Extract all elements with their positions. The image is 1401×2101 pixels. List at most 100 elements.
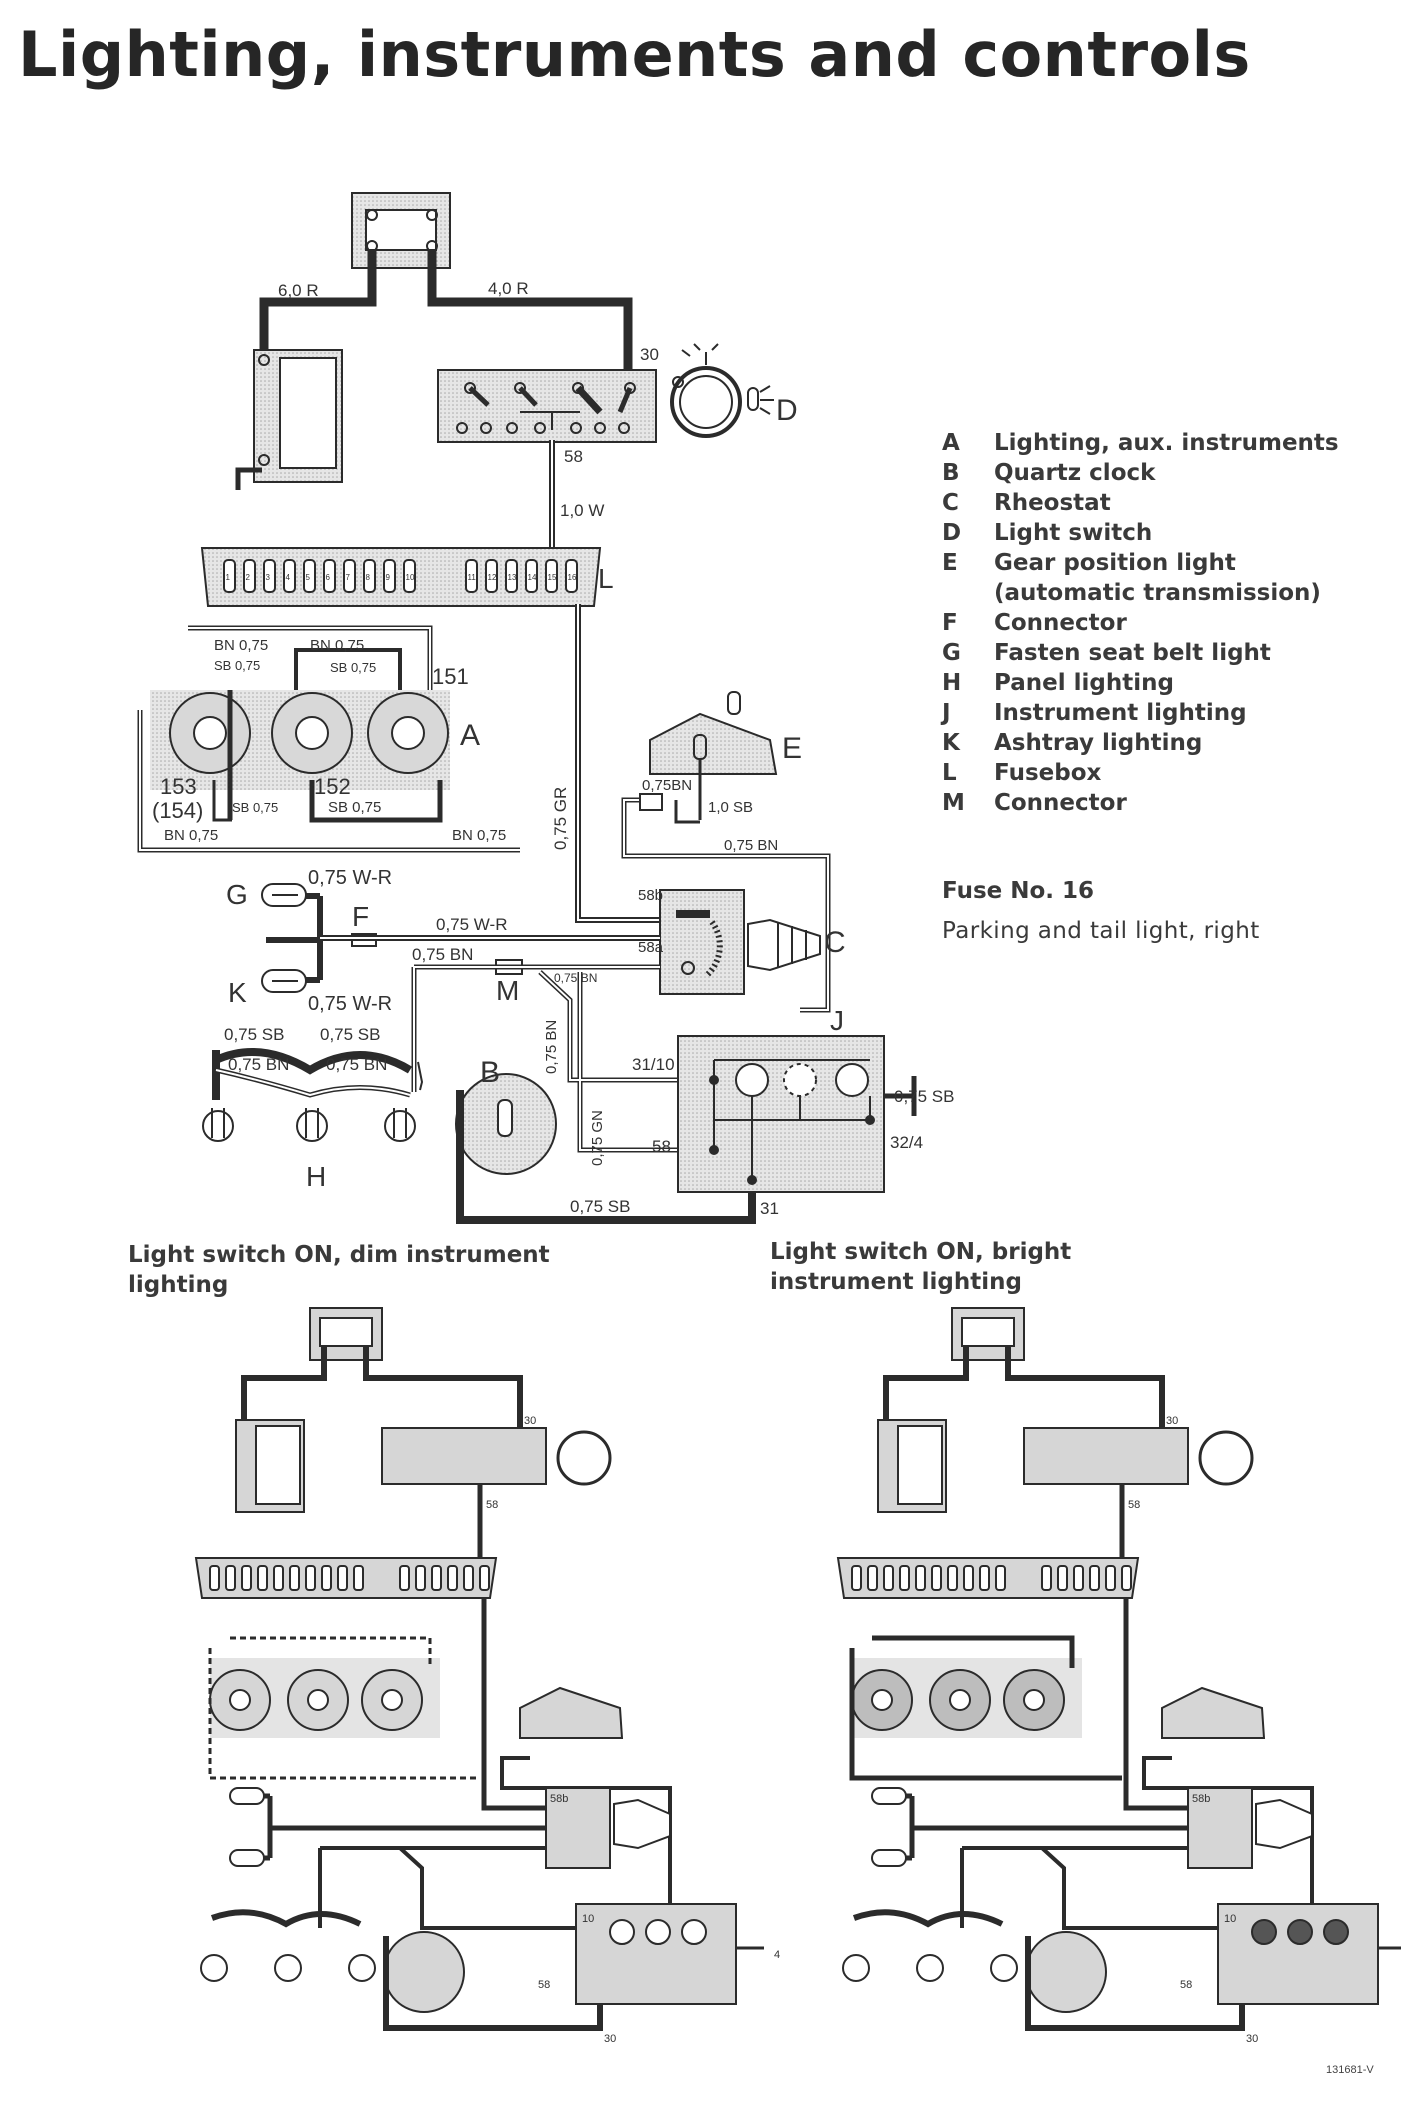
gear-position-light — [1161, 1686, 1266, 1739]
fuse — [383, 559, 396, 593]
terminal-label: 58 — [564, 447, 583, 466]
fuse — [867, 1565, 878, 1591]
fuse — [463, 1565, 474, 1591]
fuse-number: 1 — [226, 573, 231, 582]
terminal-label: 58a — [638, 939, 664, 956]
legend-row: J Instrument lighting — [942, 698, 1382, 728]
relay-box — [351, 192, 451, 269]
fuse — [479, 1565, 490, 1591]
legend-key: B — [942, 460, 960, 486]
terminal-label: 30 — [1246, 2033, 1258, 2045]
fuse-note: Fuse No. 16 Parking and tail light, righ… — [942, 878, 1382, 944]
legend-text: Quartz clock — [994, 460, 1156, 486]
panel-lamp — [274, 1954, 302, 1982]
aux-instruments — [137, 625, 520, 853]
fuse — [947, 1565, 958, 1591]
legend-text: Connector — [994, 610, 1127, 636]
terminal-label: 151 — [432, 664, 469, 689]
fuse — [545, 559, 558, 593]
legend-text: Lighting, aux. instruments — [994, 430, 1339, 456]
fuse — [273, 1565, 284, 1591]
legend-key: D — [942, 520, 962, 546]
fuse — [851, 1565, 862, 1591]
letter-d: D — [776, 394, 798, 427]
terminal-label: 32/4 — [890, 1133, 923, 1152]
panel-lighting — [202, 1048, 424, 1142]
legend-text: Connector — [994, 790, 1127, 816]
legend-key: J — [942, 700, 951, 726]
wire-label: 0,75 BN — [554, 971, 597, 985]
fuse — [403, 559, 416, 593]
caption-bright: Light switch ON, bright instrument light… — [770, 1239, 1072, 1295]
fuse — [883, 1565, 894, 1591]
wire-label: 0,75 W-R — [436, 915, 508, 934]
legend-text: Light switch — [994, 520, 1153, 546]
fuse — [485, 559, 498, 593]
legend-key: G — [942, 640, 961, 666]
fuse-number: 14 — [528, 573, 537, 582]
ashtray-light — [261, 969, 307, 993]
fuse — [289, 1565, 300, 1591]
panel-lamp — [348, 1954, 376, 1982]
terminal-label: 58 — [1180, 1979, 1192, 1991]
fuse — [257, 1565, 268, 1591]
fusebox — [200, 547, 602, 607]
fuse — [305, 1565, 316, 1591]
quartz-clock — [1025, 1931, 1107, 2013]
seat-belt-light — [871, 1787, 907, 1805]
legend-text: Instrument lighting — [994, 700, 1247, 726]
instrument-lamp — [1323, 1919, 1349, 1945]
wire-label: BN 0,75 — [164, 827, 218, 844]
gear-position-light — [519, 1686, 624, 1739]
fuse-number: 13 — [508, 573, 517, 582]
legend-text: Panel lighting — [994, 670, 1174, 696]
wire-label: 0,75 W-R — [308, 993, 392, 1015]
fuse — [1041, 1565, 1052, 1591]
figure-id: 131681-V — [1326, 2064, 1374, 2076]
legend-row: B Quartz clock — [942, 458, 1382, 488]
legend-key: K — [942, 730, 960, 756]
legend-key: E — [942, 550, 958, 576]
wire-label: SB 0,75 — [328, 799, 381, 816]
letter-k: K — [228, 977, 247, 1008]
seat-belt-light — [261, 883, 307, 907]
legend-text: Ashtray lighting — [994, 730, 1203, 756]
fuse — [243, 559, 256, 593]
instrument-lighting — [1217, 1903, 1379, 2005]
wire-label: 0,75 BN — [724, 837, 778, 854]
fuse-number: 8 — [366, 573, 371, 582]
fuse — [209, 1565, 220, 1591]
letter-f: F — [352, 901, 369, 932]
fuse — [979, 1565, 990, 1591]
fuse — [415, 1565, 426, 1591]
fuse-number: 6 — [326, 573, 331, 582]
fuse — [263, 559, 276, 593]
terminal-label: 153 — [160, 774, 197, 799]
wire-label: 0,75 BN — [228, 1055, 289, 1074]
instrument-lamp — [645, 1919, 671, 1945]
legend-key: F — [942, 610, 958, 636]
fuse-number: 15 — [548, 573, 557, 582]
fuse — [399, 1565, 410, 1591]
terminal-label: 58b — [550, 1793, 568, 1805]
wire-label: 1,0 W — [560, 501, 604, 520]
wire-label: BN 0,75 — [310, 637, 364, 654]
page-title: Lighting, instruments and controls — [18, 18, 1251, 91]
terminal-label: 30 — [604, 2033, 616, 2045]
terminal-label: 31 — [760, 1199, 779, 1218]
legend-text: Fusebox — [994, 760, 1102, 786]
light-switch — [1023, 1427, 1189, 1485]
fuse — [1057, 1565, 1068, 1591]
rheostat — [1187, 1787, 1253, 1869]
instrument-lamp — [609, 1919, 635, 1945]
caption-dim: Light switch ON, dim instrument lighting — [128, 1242, 550, 1298]
fuse-number: 4 — [286, 573, 291, 582]
panel-lamp — [842, 1954, 870, 1982]
